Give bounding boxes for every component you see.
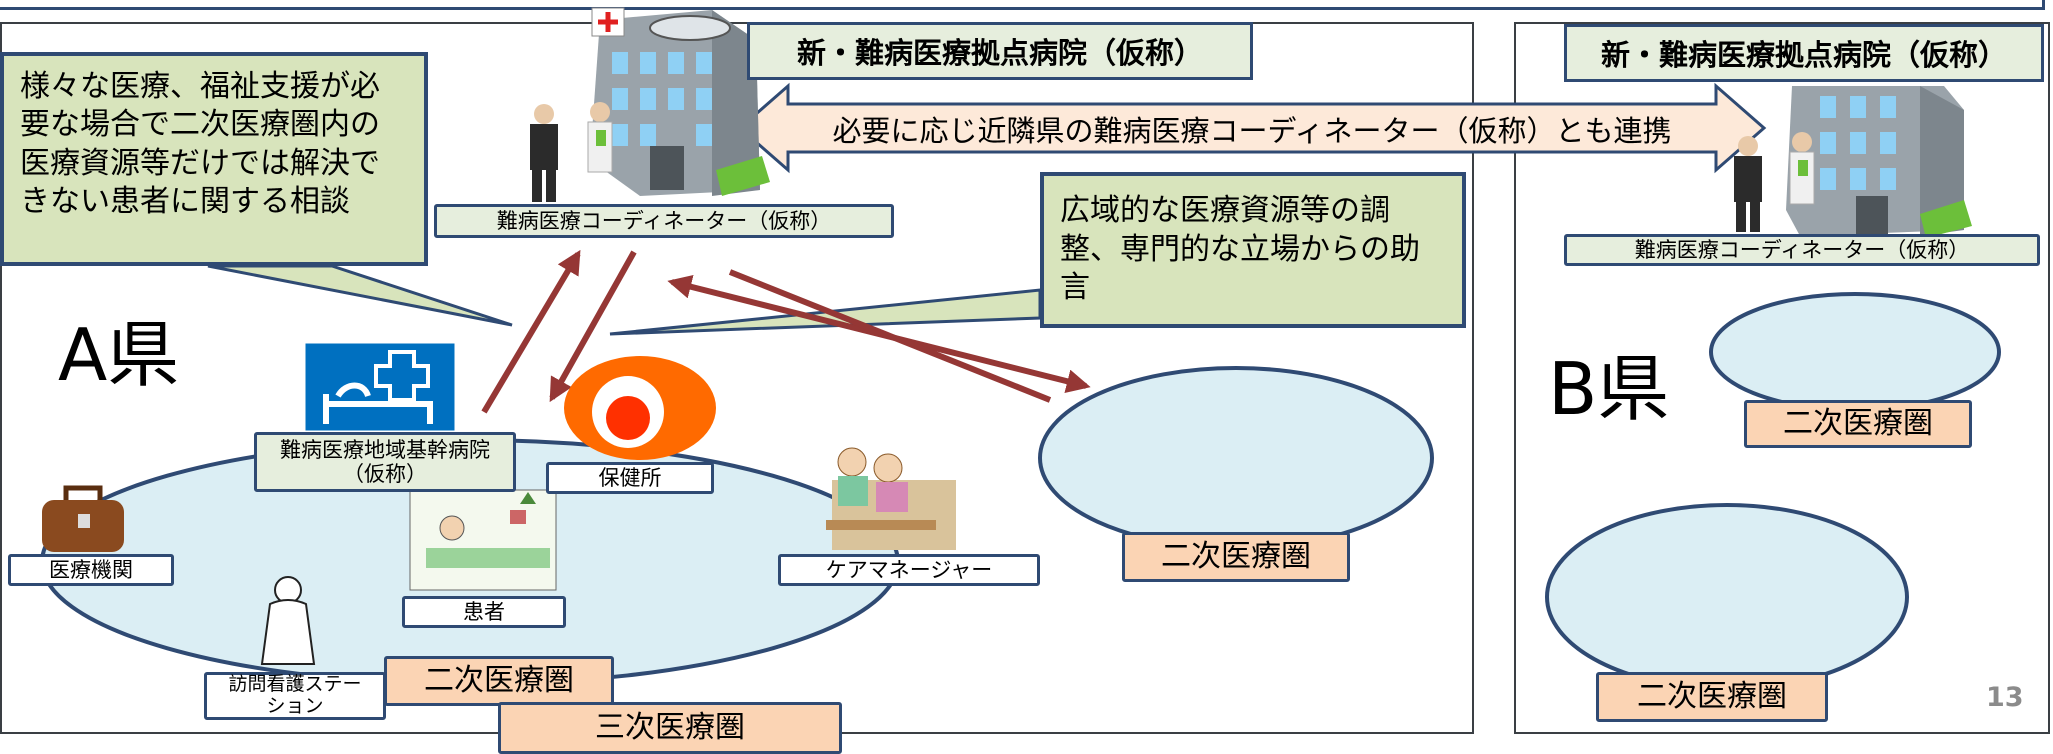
health-center-label: 保健所 (546, 462, 714, 494)
arrow-core-to-coordinator (481, 249, 581, 414)
visiting-nurse-icon (260, 576, 316, 665)
arrow-coordinator-to-health (549, 250, 637, 403)
care-manager-label: ケアマネージャー (778, 554, 1040, 586)
secondary-area-label-b-top: 二次医療圏 (1744, 400, 1972, 448)
coordinator-label-b: 難病医療コーディネーター（仮称） (1564, 234, 2040, 266)
secondary-area-ellipse-a-right (1038, 366, 1434, 550)
secondary-area-label-b-bottom: 二次医療圏 (1596, 672, 1828, 722)
nursing-station-label: 訪問看護ステーション (204, 672, 386, 720)
coordinator-label-a: 難病医療コーディネーター（仮称） (434, 204, 894, 238)
staff-figures-b (1734, 132, 1815, 232)
hospital-building-b (1786, 86, 1972, 238)
core-hospital-label: 難病医療地域基幹病院（仮称） (254, 432, 516, 492)
secondary-area-label-a-main: 二次医療圏 (384, 656, 614, 706)
arrow-secondary-to-coordinator (728, 269, 1052, 403)
hospital-bed-sign-icon (302, 340, 458, 434)
patient-label: 患者 (402, 596, 566, 628)
callout-left: 様々な医療、福祉支援が必要な場合で二次医療圏内の医療資源等だけでは解決できない患… (0, 52, 428, 266)
prefecture-b-label: B県 (1548, 347, 1670, 431)
medical-institution-label: 医療機関 (8, 554, 174, 586)
page-number: 13 (1986, 682, 2024, 713)
link-arrow-label: 必要に応じ近隣県の難病医療コーディネーター（仮称）とも連携 (832, 114, 1672, 148)
patient-in-bed-icon (409, 489, 557, 591)
prefecture-a-label: A県 (58, 313, 180, 397)
secondary-area-ellipse-b-bottom (1545, 503, 1909, 691)
hospital-title-a: 新・難病医療拠点病院（仮称） (747, 22, 1253, 80)
tertiary-area-label: 三次医療圏 (498, 702, 842, 754)
health-center-logo-icon (564, 356, 716, 460)
care-manager-icon (826, 447, 956, 550)
medical-bag-icon (42, 485, 124, 552)
hospital-building-a (590, 7, 770, 196)
staff-figures-a (530, 102, 613, 202)
top-frame-line (0, 0, 2045, 10)
link-block-arrow (737, 82, 1767, 174)
callout-right: 広域的な医療資源等の調整、専門的な立場からの助言 (1040, 172, 1466, 328)
hospital-title-b: 新・難病医療拠点病院（仮称） (1564, 24, 2044, 82)
secondary-area-label-a-right: 二次医療圏 (1122, 532, 1350, 582)
callout-left-tail (207, 264, 513, 327)
secondary-area-ellipse-b-top (1709, 292, 2001, 412)
